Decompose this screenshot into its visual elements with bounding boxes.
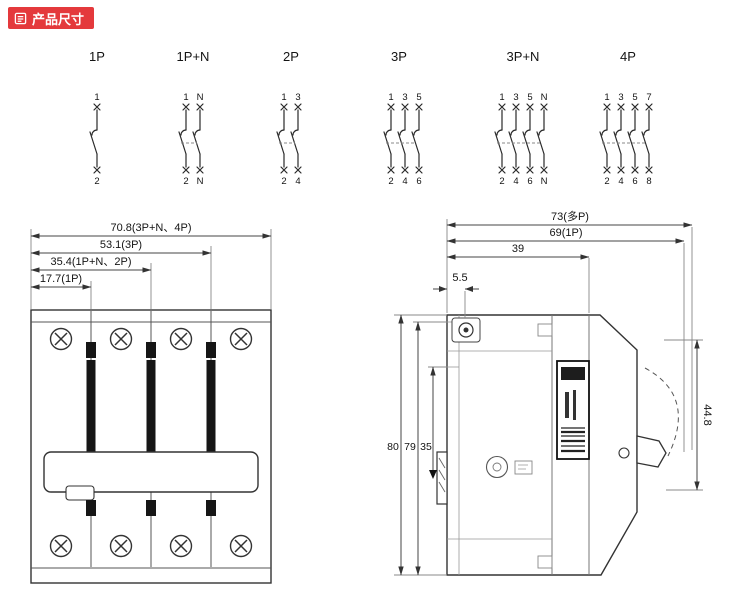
terminal-number: 1 [183,92,188,103]
schematic-4p: 1 3 5 7 2 4 6 8 [599,92,653,187]
schematic-3p: 1 3 5 2 4 6 [383,92,423,187]
terminal-number: 2 [388,176,393,187]
side-view-drawing: 73(多P) 69(1P) 39 5.5 80 79 35 44. [387,209,713,576]
terminal-number: N [541,92,548,103]
schematic-1p: 1 2 [89,92,101,187]
terminal-number: 4 [513,176,518,187]
terminal-number: 5 [632,92,637,103]
terminal-number: 1 [281,92,286,103]
terminal-number: 5 [527,92,532,103]
side-view-dimensions-left: 80 79 35 [387,314,447,576]
terminal-number: N [541,176,548,187]
dim-handle-clearance: 44.8 [701,404,713,425]
side-view-dimension-right: 44.8 [664,339,713,491]
terminal-number: 5 [416,92,421,103]
terminal-screws-top [49,327,253,351]
front-view-dimensions: 70.8(3P+N、4P) 53.1(3P) 35.4(1P+N、2P) 17.… [30,222,272,309]
dim-height-overall: 80 [387,441,399,453]
din-rail-clip [436,451,448,505]
terminal-clamps-bottom [86,500,216,516]
document-icon [14,12,27,25]
padlock-plate [65,485,95,501]
terminal-number: 2 [183,176,188,187]
terminal-number: 2 [281,176,286,187]
dim-width-3p: 53.1(3P) [100,239,142,251]
certification-mark [485,455,533,479]
dim-top-offset-group: 5.5 [433,272,479,318]
schematic-3pn: 1 3 5 N 2 4 6 N [494,92,548,187]
terminal-clamps-top [86,342,216,358]
terminal-number: 1 [94,92,99,103]
case-detail-bottom [537,555,553,569]
front-view-drawing: 70.8(3P+N、4P) 53.1(3P) 35.4(1P+N、2P) 17.… [30,222,272,584]
toggle-handle-bar [43,451,259,493]
terminal-number: 7 [646,92,651,103]
terminal-number: 4 [402,176,407,187]
terminal-number: 8 [646,176,651,187]
pole-label-1pn: 1P+N [177,49,210,64]
terminal-number: 6 [527,176,532,187]
terminal-number: 2 [499,176,504,187]
pole-label-2p: 2P [283,49,299,64]
terminal-number: 4 [618,176,623,187]
section-badge: 产品尺寸 [8,7,95,29]
terminal-number: 4 [295,176,300,187]
terminal-number: 6 [416,176,421,187]
pole-label-4p: 4P [620,49,636,64]
terminal-number: 3 [295,92,300,103]
handle-pivot [618,447,630,459]
breaker-side-body [446,314,638,576]
side-view-dimensions-top: 73(多P) 69(1P) 39 [446,209,693,452]
schematic-1pn: 1 N 2 N [178,92,204,187]
terminal-number: 3 [402,92,407,103]
terminal-number: N [197,176,204,187]
dim-width-2p: 35.4(1P+N、2P) [50,256,131,268]
pole-label-3p: 3P [391,49,407,64]
dim-depth-1p: 69(1P) [549,227,582,239]
dim-height-body: 79 [404,441,416,453]
terminal-number: N [197,92,204,103]
rail-reference-arrow [429,470,437,479]
terminal-number: 1 [499,92,504,103]
handle-travel-arc [644,367,679,457]
dim-width-1p: 17.7(1P) [40,273,82,285]
terminal-number: 2 [94,176,99,187]
dim-depth-front: 39 [512,243,524,255]
dim-top-offset: 5.5 [452,272,467,284]
terminal-number: 3 [618,92,623,103]
schematic-2p: 1 3 2 4 [276,92,302,187]
mounting-tab [451,317,481,343]
terminal-number: 3 [513,92,518,103]
terminal-number: 6 [632,176,637,187]
pole-configuration-schematics: 1P 1P+N 2P 3P 3P+N 4P 1 2 1 N 2 N 1 3 2 … [89,49,653,187]
handle-window-bars [86,360,216,458]
dim-depth-multi: 73(多P) [551,209,589,223]
terminal-screws-bottom [49,534,253,558]
pole-label-3pn: 3P+N [507,49,540,64]
terminal-number: 1 [604,92,609,103]
case-detail-top [537,323,553,337]
dim-width-4p: 70.8(3P+N、4P) [110,222,191,234]
product-label [556,360,590,460]
toggle-handle [618,435,667,468]
pole-label-1p: 1P [89,49,105,64]
terminal-number: 2 [604,176,609,187]
terminal-number: 1 [388,92,393,103]
section-title: 产品尺寸 [32,11,85,27]
dim-rail-offset: 35 [420,441,432,453]
